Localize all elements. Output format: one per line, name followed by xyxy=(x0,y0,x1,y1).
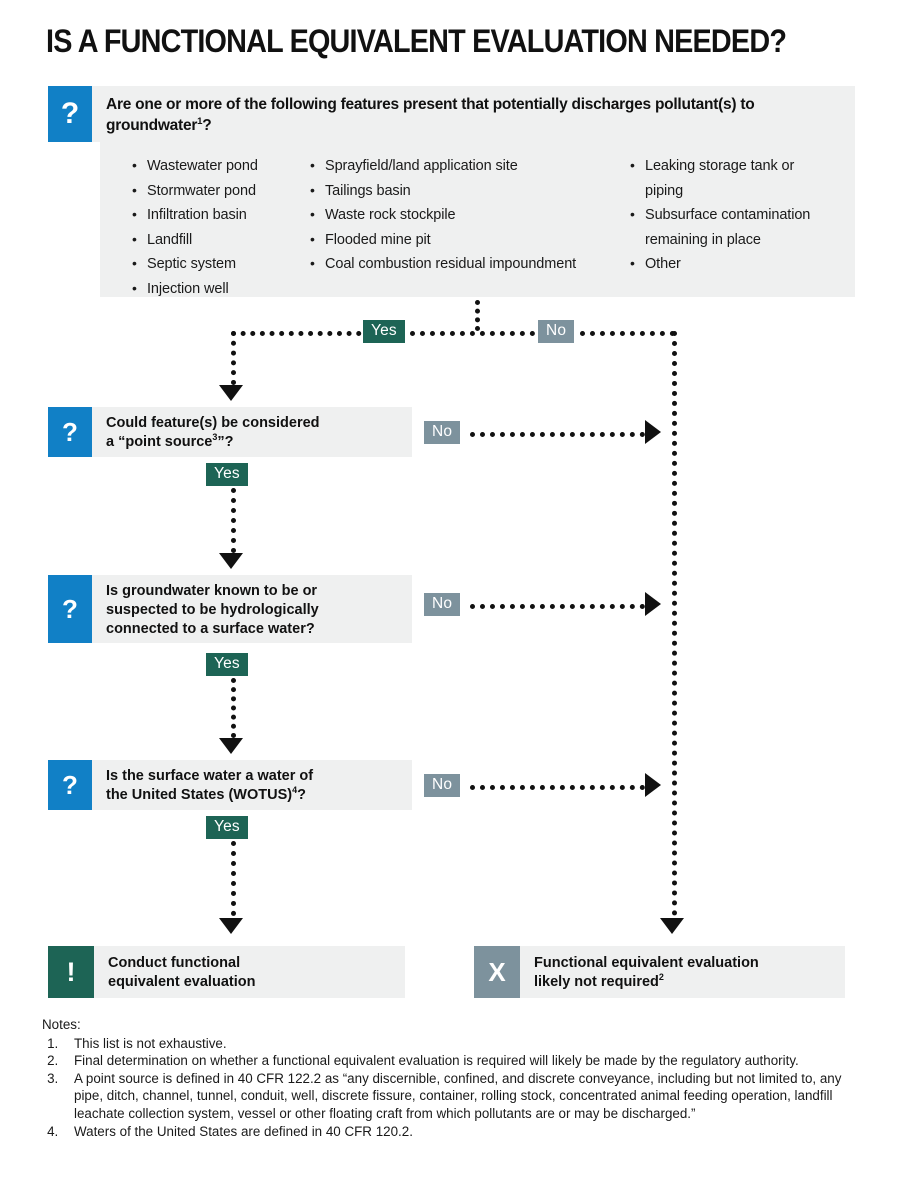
question-3-text: Is groundwater known to be or suspected … xyxy=(106,582,406,639)
arrow-right-q2-no xyxy=(645,420,661,444)
connector-q4-yes xyxy=(231,841,236,926)
question-1-text: Are one or more of the following feature… xyxy=(106,94,846,136)
list-item: Landfill xyxy=(130,227,308,253)
list-item: Sprayfield/land application site xyxy=(308,153,628,179)
question-2-panel: ? Could feature(s) be considered a “poin… xyxy=(48,407,412,457)
arrow-right-q3-no xyxy=(645,592,661,616)
outcome-conduct-evaluation-panel: ! Conduct functional equivalent evaluati… xyxy=(48,946,405,998)
exclamation-mark-icon: ! xyxy=(48,946,94,998)
footnote-ref-2: 2 xyxy=(658,972,664,983)
features-column-3: Leaking storage tank or piping Subsurfac… xyxy=(628,153,825,297)
question-1-end: ? xyxy=(202,117,212,134)
connector-q3-yes xyxy=(231,678,236,738)
badge-yes-branch-3: Yes xyxy=(206,653,248,676)
arrow-down-to-q2 xyxy=(219,385,243,401)
outcome-left-line-2: equivalent evaluation xyxy=(108,974,256,990)
footnote-ref-3: 3 xyxy=(212,432,218,443)
outcome-left-line-1: Conduct functional xyxy=(108,955,241,971)
question-4-end: ? xyxy=(297,787,306,803)
badge-yes-branch-1: Yes xyxy=(363,320,405,343)
badge-no-branch-1: No xyxy=(538,320,575,343)
arrow-right-q4-no xyxy=(645,773,661,797)
question-4-line-2: the United States (WOTUS) xyxy=(106,787,293,803)
question-4-line-1: Is the surface water a water of xyxy=(106,768,314,784)
list-item: A point source is defined in 40 CFR 122.… xyxy=(62,1070,862,1123)
footnote-ref-4: 4 xyxy=(292,785,298,796)
badge-no-branch-4: No xyxy=(424,774,461,797)
connector-q1-stub xyxy=(475,300,480,331)
question-2-line-2: a “point source xyxy=(106,434,213,450)
question-mark-icon: ? xyxy=(48,407,92,457)
list-item: This list is not exhaustive. xyxy=(62,1035,862,1053)
x-mark-icon: X xyxy=(474,946,520,998)
features-list-1: Wastewater pond Stormwater pond Infiltra… xyxy=(130,153,308,302)
connector-yes-horizontal xyxy=(231,331,371,336)
list-item: Coal combustion residual impoundment xyxy=(308,251,628,277)
list-item: Stormwater pond xyxy=(130,178,308,204)
question-1-line-2: pollutant(s) to groundwater xyxy=(106,96,755,134)
features-list-panel: Wastewater pond Stormwater pond Infiltra… xyxy=(100,142,855,300)
question-3-line-1: Is groundwater known to be or xyxy=(106,583,318,599)
features-list-2: Sprayfield/land application site Tailing… xyxy=(308,153,628,277)
features-list-3: Leaking storage tank or piping Subsurfac… xyxy=(628,153,825,277)
list-item: Final determination on whether a functio… xyxy=(62,1052,862,1070)
list-item: Subsurface contamination remaining in pl… xyxy=(628,202,825,252)
connector-no-horizontal xyxy=(580,331,675,336)
question-2-text: Could feature(s) be considered a “point … xyxy=(106,414,406,452)
list-item: Injection well xyxy=(130,276,308,302)
arrow-down-to-outcome-left xyxy=(219,918,243,934)
list-item: Flooded mine pit xyxy=(308,227,628,253)
connector-left-to-q2 xyxy=(231,331,236,385)
outcome-right-text: Functional equivalent evaluation likely … xyxy=(534,954,834,992)
page-title: IS A FUNCTIONAL EQUIVALENT EVALUATION NE… xyxy=(46,23,787,59)
features-column-1: Wastewater pond Stormwater pond Infiltra… xyxy=(100,153,308,300)
outcome-left-text: Conduct functional equivalent evaluation xyxy=(108,954,393,992)
connector-q3-no xyxy=(470,604,645,609)
notes-section: Notes: This list is not exhaustive. Fina… xyxy=(42,1016,862,1140)
badge-yes-branch-2: Yes xyxy=(206,463,248,486)
question-3-panel: ? Is groundwater known to be or suspecte… xyxy=(48,575,412,643)
question-3-line-2: suspected to be hydrologically xyxy=(106,602,319,618)
outcome-not-required-panel: X Functional equivalent evaluation likel… xyxy=(474,946,845,998)
badge-yes-branch-4: Yes xyxy=(206,816,248,839)
list-item: Tailings basin xyxy=(308,178,628,204)
question-3-line-3: connected to a surface water? xyxy=(106,621,315,637)
connector-q2-no xyxy=(470,432,645,437)
list-item: Other xyxy=(628,251,825,277)
outcome-right-line-2: likely not required xyxy=(534,974,659,990)
list-item: Infiltration basin xyxy=(130,202,308,228)
question-1-line-1: Are one or more of the following feature… xyxy=(106,96,651,113)
connector-right-spine xyxy=(672,331,677,926)
question-4-text: Is the surface water a water of the Unit… xyxy=(106,767,406,805)
arrow-down-to-q3 xyxy=(219,553,243,569)
arrow-down-to-q4 xyxy=(219,738,243,754)
question-mark-icon: ? xyxy=(48,575,92,643)
list-item: Septic system xyxy=(130,251,308,277)
connector-q4-no xyxy=(470,785,645,790)
connector-q2-yes xyxy=(231,488,236,553)
question-2-line-1: Could feature(s) be considered xyxy=(106,415,320,431)
list-item: Leaking storage tank or piping xyxy=(628,153,825,203)
features-column-2: Sprayfield/land application site Tailing… xyxy=(308,153,628,297)
list-item: Wastewater pond xyxy=(130,153,308,179)
outcome-right-line-1: Functional equivalent evaluation xyxy=(534,955,759,971)
badge-no-branch-2: No xyxy=(424,421,461,444)
question-1-panel: ? Are one or more of the following featu… xyxy=(48,86,855,142)
connector-yes-horizontal-right xyxy=(410,331,545,336)
question-mark-icon: ? xyxy=(48,760,92,810)
list-item: Waters of the United States are defined … xyxy=(62,1123,862,1141)
notes-list: This list is not exhaustive. Final deter… xyxy=(42,1035,862,1141)
list-item: Waste rock stockpile xyxy=(308,202,628,228)
notes-label: Notes: xyxy=(42,1017,81,1032)
badge-no-branch-3: No xyxy=(424,593,461,616)
arrow-down-to-outcome-right xyxy=(660,918,684,934)
question-2-end: ”? xyxy=(217,434,234,450)
question-4-panel: ? Is the surface water a water of the Un… xyxy=(48,760,412,810)
footnote-ref-1: 1 xyxy=(197,115,203,127)
question-mark-icon: ? xyxy=(48,86,92,142)
